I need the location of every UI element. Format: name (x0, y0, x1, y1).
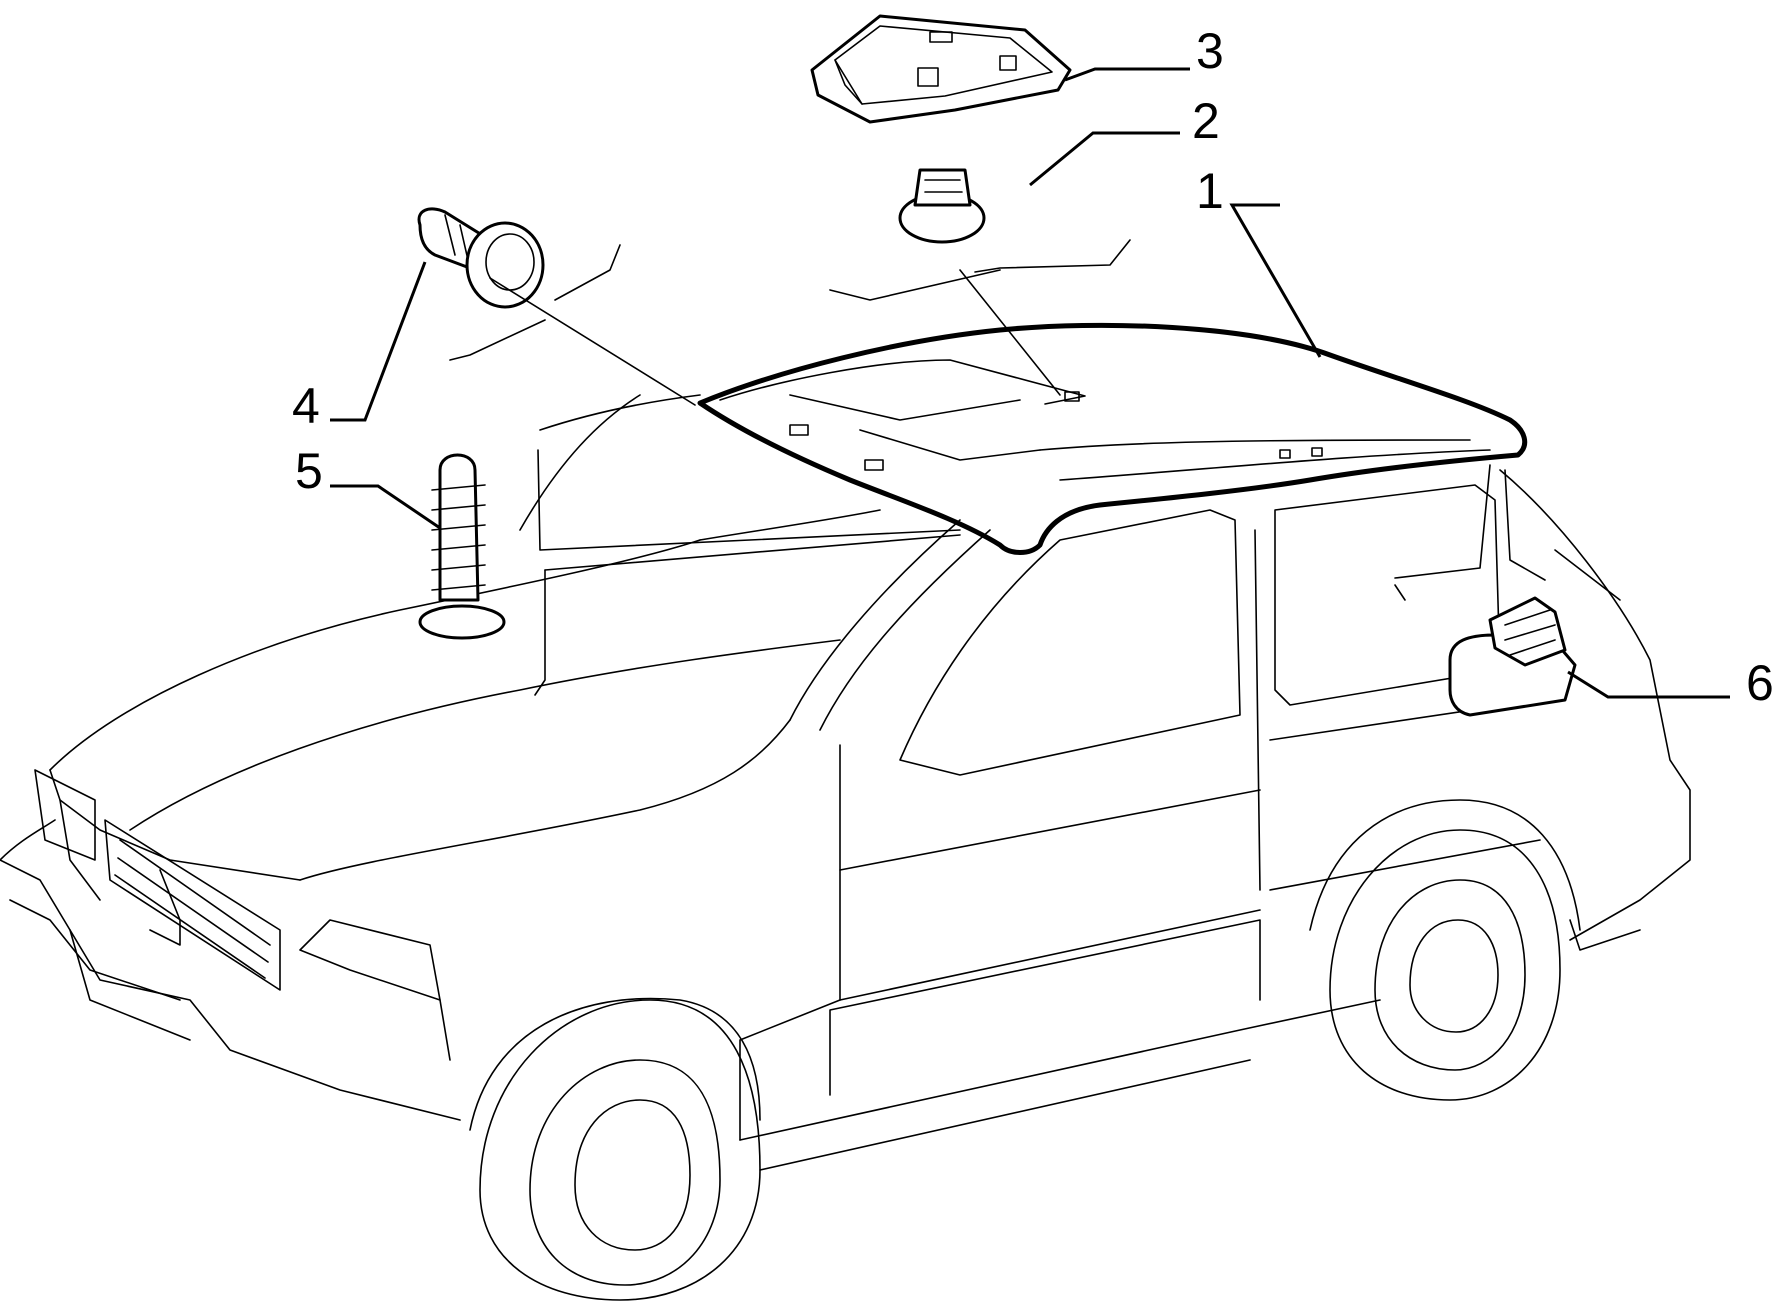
dome-lamp (810, 14, 1072, 124)
callout-labels: 1 2 3 4 5 6 (292, 23, 1774, 711)
push-fastener-4 (417, 207, 545, 309)
callout-2: 2 (1192, 93, 1220, 149)
headliner (697, 322, 1528, 555)
retainer-clip-6 (1448, 596, 1577, 717)
callout-3: 3 (1196, 23, 1224, 79)
screw-fastener-5 (418, 453, 506, 640)
car-body (0, 394, 1691, 1301)
clip-2 (898, 168, 986, 244)
callout-1: 1 (1196, 163, 1224, 219)
callout-6: 6 (1746, 655, 1774, 711)
callout-5: 5 (295, 443, 323, 499)
leader-lines (330, 67, 1730, 699)
callout-4: 4 (292, 378, 320, 434)
